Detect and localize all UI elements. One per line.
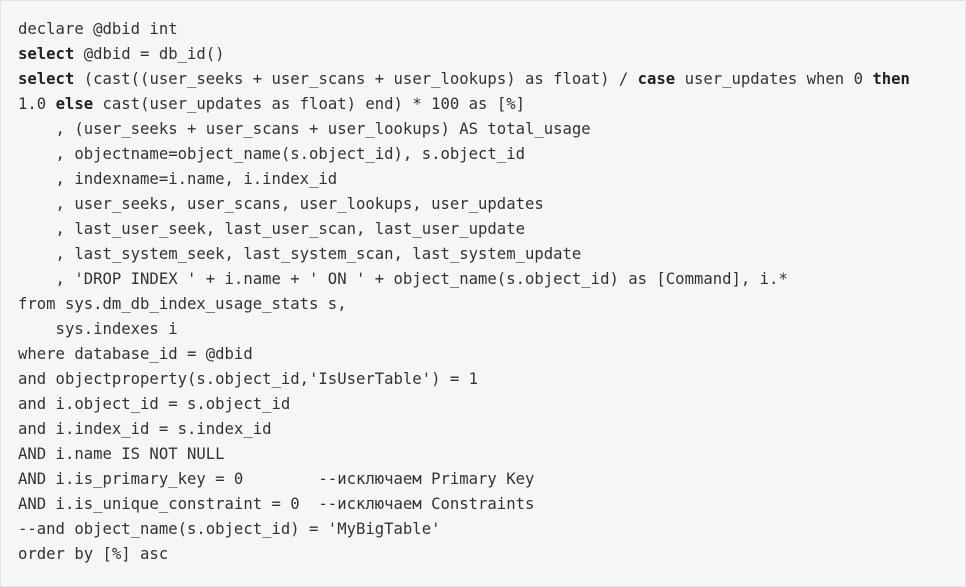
code-text: , indexname=i.name, i.index_id xyxy=(18,170,338,188)
code-text: AND i.is_unique_constraint = 0 --исключа… xyxy=(18,495,535,513)
code-text: , (user_seeks + user_scans + user_lookup… xyxy=(18,120,591,138)
code-line: , objectname=object_name(s.object_id), s… xyxy=(18,142,965,167)
code-text: , last_system_seek, last_system_scan, la… xyxy=(18,245,582,263)
code-text: --and object_name(s.object_id) = 'MyBigT… xyxy=(18,520,441,538)
code-keyword: case xyxy=(637,70,676,88)
code-line: , last_system_seek, last_system_scan, la… xyxy=(18,242,965,267)
code-text: order by [%] asc xyxy=(18,545,169,563)
code-text: , last_user_seek, last_user_scan, last_u… xyxy=(18,220,525,238)
code-text: user_updates when 0 xyxy=(675,70,873,88)
code-line: , last_user_seek, last_user_scan, last_u… xyxy=(18,217,965,242)
code-line: , (user_seeks + user_scans + user_lookup… xyxy=(18,117,965,142)
code-text: and objectproperty(s.object_id,'IsUserTa… xyxy=(18,370,479,388)
code-text: AND i.name IS NOT NULL xyxy=(18,445,225,463)
code-line: , 'DROP INDEX ' + i.name + ' ON ' + obje… xyxy=(18,267,965,292)
code-text: , objectname=object_name(s.object_id), s… xyxy=(18,145,525,163)
code-keyword: select xyxy=(18,70,75,88)
code-line: sys.indexes i xyxy=(18,317,965,342)
code-text: (cast((user_seeks + user_scans + user_lo… xyxy=(74,70,638,88)
code-text: and i.index_id = s.index_id xyxy=(18,420,272,438)
code-line: , user_seeks, user_scans, user_lookups, … xyxy=(18,192,965,217)
code-keyword: else xyxy=(55,95,94,113)
code-keyword: select xyxy=(18,45,75,63)
code-text: @dbid = db_id() xyxy=(74,45,225,63)
code-line: AND i.is_primary_key = 0 --исключаем Pri… xyxy=(18,467,965,492)
code-text: cast(user_updates as float) end) * 100 a… xyxy=(93,95,525,113)
code-line: AND i.is_unique_constraint = 0 --исключа… xyxy=(18,492,965,517)
code-line: where database_id = @dbid xyxy=(18,342,965,367)
code-line: 1.0 else cast(user_updates as float) end… xyxy=(18,92,965,117)
code-keyword: then xyxy=(872,70,910,88)
code-text: declare @dbid int xyxy=(18,20,178,38)
code-line: order by [%] asc xyxy=(18,542,965,567)
code-line: and i.object_id = s.object_id xyxy=(18,392,965,417)
code-line: declare @dbid int xyxy=(18,17,965,42)
code-line: , indexname=i.name, i.index_id xyxy=(18,167,965,192)
code-text: and i.object_id = s.object_id xyxy=(18,395,291,413)
code-text: , 'DROP INDEX ' + i.name + ' ON ' + obje… xyxy=(18,270,788,288)
code-text: where database_id = @dbid xyxy=(18,345,253,363)
code-text: , user_seeks, user_scans, user_lookups, … xyxy=(18,195,544,213)
code-line: select (cast((user_seeks + user_scans + … xyxy=(18,67,965,92)
code-text: from sys.dm_db_index_usage_stats s, xyxy=(18,295,347,313)
code-line: --and object_name(s.object_id) = 'MyBigT… xyxy=(18,517,965,542)
code-line: AND i.name IS NOT NULL xyxy=(18,442,965,467)
code-line: select @dbid = db_id() xyxy=(18,42,965,67)
code-line: and objectproperty(s.object_id,'IsUserTa… xyxy=(18,367,965,392)
code-text: 1.0 xyxy=(18,95,56,113)
code-text: sys.indexes i xyxy=(18,320,178,338)
code-line: and i.index_id = s.index_id xyxy=(18,417,965,442)
code-text: AND i.is_primary_key = 0 --исключаем Pri… xyxy=(18,470,535,488)
code-line: from sys.dm_db_index_usage_stats s, xyxy=(18,292,965,317)
